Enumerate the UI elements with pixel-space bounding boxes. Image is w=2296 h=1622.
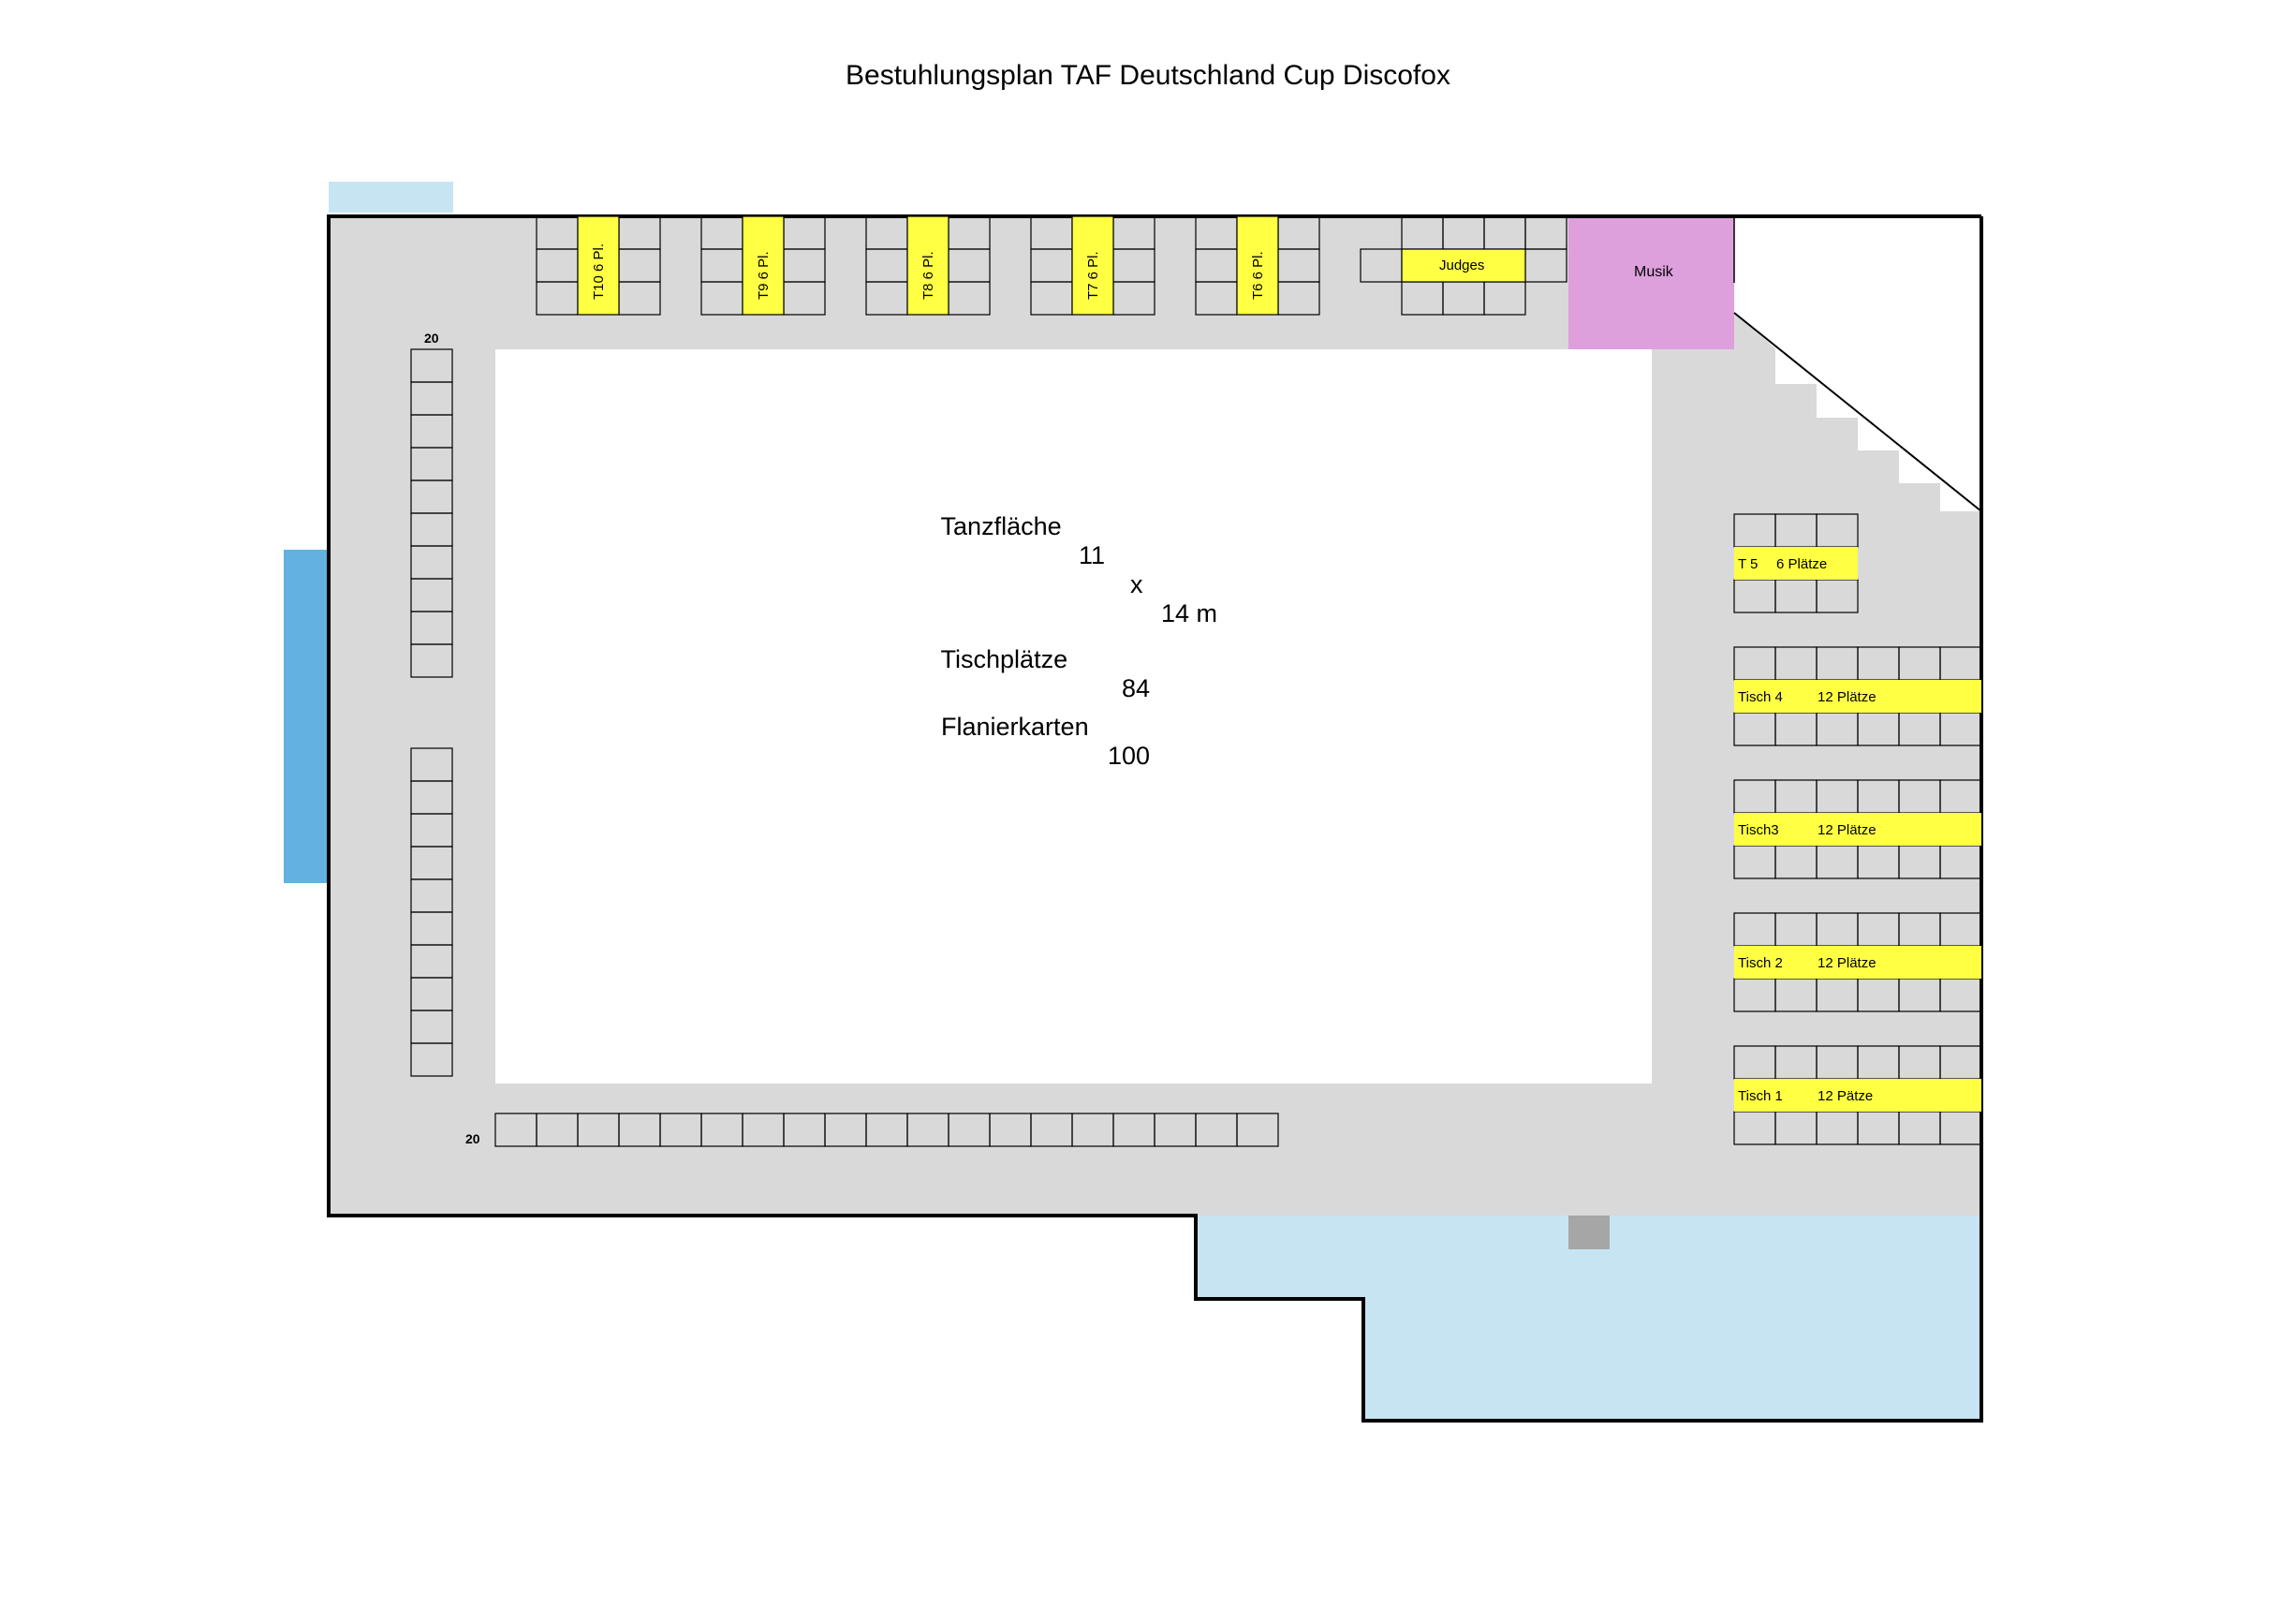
right-table-name: Tisch 2 — [1738, 955, 1783, 971]
top-table-label: T8 6 Pl. — [920, 251, 936, 300]
music-area — [1568, 216, 1734, 349]
annex-area-bottom — [1196, 1216, 1981, 1421]
table-seats-value: 84 — [1122, 674, 1151, 702]
right-table — [1734, 813, 1981, 846]
right-table-places: 12 Plätze — [1818, 822, 1877, 838]
top-table-label: T10 6 Pl. — [591, 243, 607, 300]
corner-cutout — [1734, 216, 1981, 511]
top-table — [577, 215, 620, 316]
stroll-cards-label: Flanierkarten — [941, 713, 1089, 741]
top-table-label: T9 6 Pl. — [756, 251, 772, 300]
left-row-count: 20 — [424, 331, 439, 346]
tables-layer: T10 6 Pl. T9 6 Pl. T8 6 Pl. T7 6 Pl. T6 6 Pl… — [577, 215, 1981, 1112]
right-table-places: 12 Plätze — [1818, 689, 1877, 705]
right-table-name: Tisch 4 — [1738, 689, 1783, 705]
outer-wall — [327, 214, 1983, 1423]
top-table — [1071, 215, 1114, 316]
table-seats-stat: Tischplätze 84 — [913, 616, 1151, 732]
judges-label: Judges — [1439, 258, 1484, 273]
hall-floor — [329, 216, 1981, 511]
right-table-places: 6 Plätze — [1776, 556, 1827, 572]
music-label: Musik — [1634, 264, 1674, 280]
dance-floor-width: 11 — [1079, 541, 1106, 569]
top-table-label: T7 6 Pl. — [1085, 251, 1101, 300]
judges-table — [1401, 248, 1526, 283]
right-table — [1734, 946, 1981, 979]
top-table — [906, 215, 949, 316]
table-seats-label: Tischplätze — [940, 645, 1068, 673]
pillar — [1568, 1216, 1610, 1249]
bottom-row-count: 20 — [465, 1131, 480, 1146]
seat — [410, 643, 453, 678]
top-table-label: T6 6 Pl. — [1250, 251, 1266, 300]
entrance-area-top-left — [329, 182, 453, 213]
dance-floor — [495, 349, 1652, 1084]
stroll-cards-stat: Flanierkarten 100 — [913, 684, 1150, 800]
dance-floor-text: Tanzfläche — [940, 512, 1062, 540]
right-table — [1734, 547, 1858, 580]
diagonal-wall — [1733, 312, 1982, 512]
right-table-name: Tisch 1 — [1738, 1088, 1783, 1104]
right-table — [1734, 1079, 1981, 1112]
window-area-left — [284, 550, 328, 883]
top-table — [742, 215, 785, 316]
stroll-cards-value: 100 — [1108, 742, 1151, 770]
seat — [410, 1042, 453, 1077]
right-table-places: 12 Plätze — [1818, 955, 1877, 971]
right-table-name: Tisch3 — [1738, 822, 1779, 838]
right-table-places: 12 Pätze — [1818, 1088, 1873, 1104]
top-table — [1236, 215, 1279, 316]
plan-title: Bestuhlungsplan TAF Deutschland Cup Disc… — [846, 60, 1450, 91]
seat — [1236, 1113, 1279, 1147]
right-table — [1734, 680, 1981, 713]
dance-floor-label: Tanzfläche 11 x 14 m — [913, 483, 1218, 657]
dance-floor-length: 14 m — [1161, 599, 1218, 627]
right-table-name: T 5 — [1738, 556, 1758, 572]
dance-floor-x: x — [1130, 570, 1143, 598]
